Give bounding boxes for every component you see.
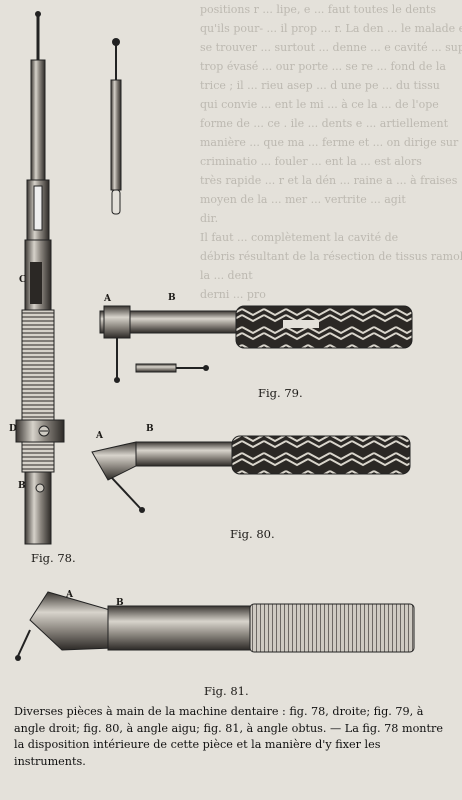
fig-78-letter-b: B (18, 481, 26, 491)
ghost-line: se trouver ... surtout ... denne ... e c… (200, 41, 462, 54)
ghost-line: qui convie ... ent le mi ... à ce la ...… (200, 98, 439, 111)
ghost-line: trop évasé ... our porte ... se re ... f… (200, 60, 446, 73)
fig-81-handpiece-obtuse-angle (15, 591, 415, 661)
fig-80-letter-b: B (146, 424, 154, 434)
fig-81-label: Fig. 81. (204, 684, 249, 698)
fig-80-label: Fig. 80. (230, 527, 275, 541)
fig-80-letter-a: A (96, 431, 103, 441)
fig-78-letter-c: C (19, 275, 27, 285)
ghost-line: criminatio ... fouler ... ent la ... est… (200, 155, 422, 168)
fig-79-handpiece-right-angle (99, 305, 413, 383)
figure-caption: Diverses pièces à main de la machine den… (14, 705, 443, 768)
fig-78-instrument (110, 38, 122, 215)
ghost-line: forme de ... ce . ile ... dents e ... ar… (200, 117, 449, 130)
fig-78-label: Fig. 78. (31, 551, 76, 565)
ghost-line: très rapide ... r et la dén ... raine a … (200, 174, 458, 187)
bleed-through-text: positions r ... lipe, e ... faut toutes … (200, 0, 462, 330)
ghost-line: débris résultant de la résection de tiss… (200, 250, 462, 263)
fig-78-handpiece-straight (15, 11, 65, 545)
ghost-line: positions r ... lipe, e ... faut toutes … (200, 3, 436, 16)
fig-79-letter-a: A (104, 294, 111, 304)
fig-79-letter-b: B (168, 293, 176, 303)
fig-81-letter-a: A (66, 590, 73, 600)
ghost-line: Il faut ... complètement la cavité de (200, 231, 399, 244)
fig-79-label: Fig. 79. (258, 386, 303, 400)
ghost-line: moyen de la ... mer ... vertrite ... agi… (200, 193, 406, 206)
ghost-line: la ... dent (200, 269, 253, 282)
fig-78-letter-d: D (9, 424, 17, 434)
ghost-line: derni ... pro (200, 288, 266, 301)
ghost-line: trice ; il ... rieu asep ... d une pe ..… (200, 79, 440, 92)
fig-81-letter-b: B (116, 598, 124, 608)
ghost-line: dir. (200, 212, 219, 225)
ghost-line: qu'ils pour- ... il prop ... r. La den .… (200, 22, 462, 35)
ghost-line: manière ... que ma ... ferme et ... on d… (200, 136, 459, 149)
fig-80-handpiece-acute-angle (91, 435, 411, 513)
